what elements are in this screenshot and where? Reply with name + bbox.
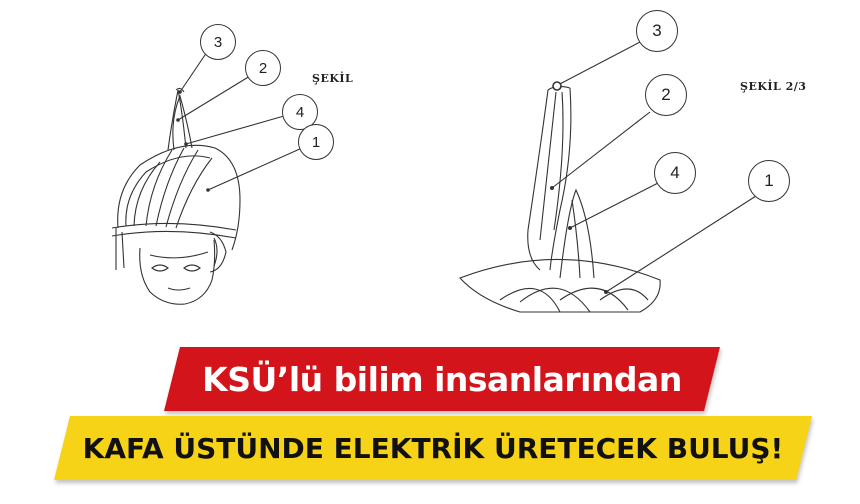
hub-dot [552, 81, 562, 91]
callout-1-right: 1 [748, 160, 790, 202]
turbine-closeup-figure [459, 41, 757, 313]
headline-top-text: KSÜ’lü bilim insanlarından [202, 359, 682, 399]
callout-1-left: 1 [298, 124, 334, 160]
headline-bottom-text: KAFA ÜSTÜNDE ELEKTRİK ÜRETECEK BULUŞ! [82, 431, 784, 465]
callout-2-left: 2 [245, 50, 281, 86]
callout-2-right: 2 [645, 74, 687, 116]
callout-4-right: 4 [654, 152, 696, 194]
left-figure-title: ŞEKİL [312, 72, 354, 85]
helmet-figure [111, 51, 303, 305]
right-figure-title: ŞEKİL 2/3 [740, 80, 807, 93]
callout-3-left: 3 [200, 24, 236, 60]
callout-3-right: 3 [636, 10, 678, 52]
